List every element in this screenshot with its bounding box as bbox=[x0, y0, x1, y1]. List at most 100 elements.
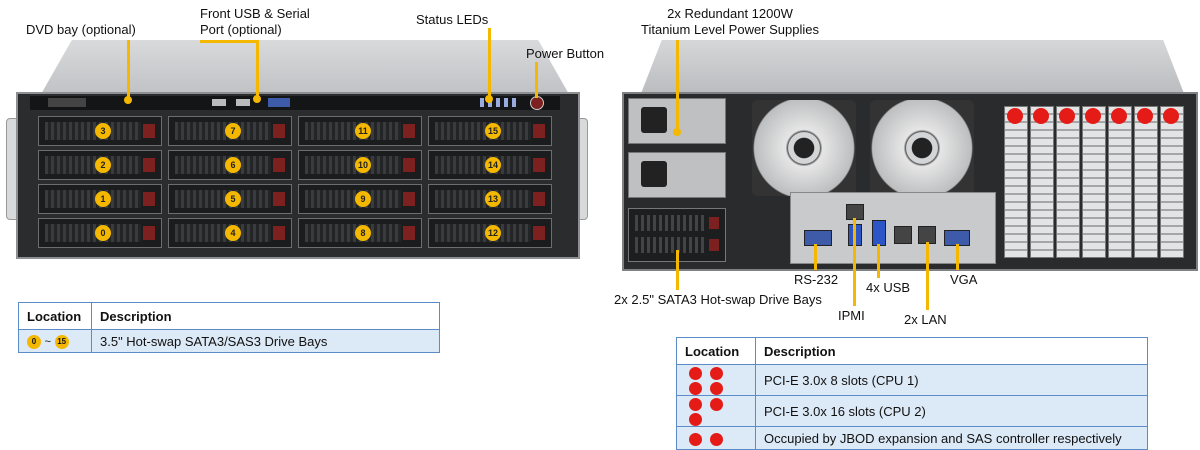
bay-number-badge: 6 bbox=[225, 157, 241, 173]
pcie-slot-marker bbox=[1007, 108, 1023, 124]
callout-ipmi: IPMI bbox=[838, 308, 865, 323]
bay-number-badge: 14 bbox=[485, 157, 501, 173]
drive-tray bbox=[435, 122, 531, 140]
drive-latch bbox=[143, 124, 155, 138]
power-supply bbox=[628, 152, 726, 198]
callout-rs232: RS-232 bbox=[794, 272, 839, 287]
drive-tray bbox=[435, 190, 531, 208]
drive-bay: 10 bbox=[298, 150, 422, 180]
drive-tray bbox=[305, 156, 401, 174]
pcie-slot-marker bbox=[1033, 108, 1049, 124]
drive-tray bbox=[45, 190, 141, 208]
table-header-location: Location bbox=[18, 302, 92, 330]
callout-line bbox=[535, 62, 538, 98]
drive-bay: 4 bbox=[168, 218, 292, 248]
drive-latch bbox=[273, 158, 285, 172]
callout-line bbox=[200, 40, 258, 43]
front-usb-port bbox=[212, 99, 226, 106]
slot-marker-dot bbox=[710, 432, 723, 446]
slot-marker-dot bbox=[710, 398, 723, 412]
callout-line bbox=[676, 250, 679, 290]
drive-tray bbox=[305, 122, 401, 140]
callout-line bbox=[676, 40, 679, 130]
callout-dot bbox=[673, 128, 681, 136]
table-header-description: Description bbox=[91, 302, 440, 330]
power-socket-icon bbox=[641, 161, 667, 187]
drive-tray bbox=[635, 215, 705, 231]
callout-dvd-bay: DVD bay (optional) bbox=[26, 22, 136, 37]
drive-latch bbox=[533, 124, 545, 138]
slot-marker-dot bbox=[710, 367, 723, 381]
bay-number-badge: 12 bbox=[485, 225, 501, 241]
callout-line bbox=[926, 242, 929, 310]
callout-psu-line1: 2x Redundant 1200W bbox=[667, 6, 793, 21]
table-row: PCI-E 3.0x 8 slots (CPU 1) bbox=[676, 363, 1148, 397]
drive-latch bbox=[533, 192, 545, 206]
front-usb-port bbox=[236, 99, 250, 106]
bay-number-badge: 5 bbox=[225, 191, 241, 207]
status-leds bbox=[480, 98, 520, 107]
drive-tray bbox=[305, 224, 401, 242]
serial-port bbox=[268, 98, 290, 107]
bay-number-badge: 10 bbox=[355, 157, 371, 173]
bay-number-badge: 0 bbox=[27, 334, 41, 349]
table-header-description: Description bbox=[755, 337, 1148, 365]
callout-line bbox=[488, 28, 491, 98]
drive-bay: 6 bbox=[168, 150, 292, 180]
table-header-location: Location bbox=[676, 337, 756, 365]
callout-front-usb-line2: Port (optional) bbox=[200, 22, 282, 37]
power-button[interactable] bbox=[530, 96, 544, 110]
drive-bay: 8 bbox=[298, 218, 422, 248]
callout-line bbox=[877, 244, 880, 278]
table-row: PCI-E 3.0x 16 slots (CPU 2) bbox=[676, 395, 1148, 428]
callout-line bbox=[956, 244, 959, 270]
pcie-slot-marker bbox=[1111, 108, 1127, 124]
pcie-slot bbox=[1004, 106, 1028, 258]
callout-line bbox=[256, 40, 259, 98]
bay-number-badge: 15 bbox=[54, 334, 69, 349]
slot-marker-dot bbox=[689, 398, 702, 412]
front-location-table: Location Description 0 ~ 15 3.5" Hot-swa… bbox=[18, 302, 440, 353]
pcie-slot bbox=[1108, 106, 1132, 258]
drive-latch bbox=[403, 192, 415, 206]
drive-tray bbox=[635, 237, 705, 253]
pcie-slot bbox=[1056, 106, 1080, 258]
drive-bay: 0 bbox=[38, 218, 162, 248]
rear-location-table: Location Description PCI-E 3.0x 8 slots … bbox=[676, 337, 1148, 450]
drive-bay: 13 bbox=[428, 184, 552, 214]
lan-port bbox=[894, 226, 912, 244]
drive-latch bbox=[273, 124, 285, 138]
bay-number-badge: 15 bbox=[485, 123, 501, 139]
drive-latch bbox=[709, 239, 719, 251]
callout-dot bbox=[253, 95, 261, 103]
drive-latch bbox=[143, 158, 155, 172]
callout-line bbox=[814, 244, 817, 270]
rs232-port bbox=[804, 230, 832, 246]
drive-latch bbox=[143, 226, 155, 240]
usb-port bbox=[872, 220, 886, 246]
callout-front-usb-line1: Front USB & Serial bbox=[200, 6, 310, 21]
drive-latch bbox=[403, 226, 415, 240]
callout-status-leds: Status LEDs bbox=[416, 12, 489, 27]
drive-bay: 5 bbox=[168, 184, 292, 214]
pcie-slot bbox=[1082, 106, 1106, 258]
drive-latch bbox=[403, 124, 415, 138]
power-socket-icon bbox=[641, 107, 667, 133]
description-cell: Occupied by JBOD expansion and SAS contr… bbox=[755, 426, 1148, 450]
rear-drive-bays bbox=[628, 208, 726, 262]
drive-bay: 12 bbox=[428, 218, 552, 248]
drive-latch bbox=[403, 158, 415, 172]
drive-bay: 1 bbox=[38, 184, 162, 214]
drive-tray bbox=[45, 156, 141, 174]
drive-tray bbox=[435, 224, 531, 242]
callout-vga: VGA bbox=[950, 272, 978, 287]
pcie-slot-marker bbox=[1137, 108, 1153, 124]
table-row: Occupied by JBOD expansion and SAS contr… bbox=[676, 426, 1148, 450]
rear-chassis-top bbox=[640, 40, 1185, 96]
callout-line bbox=[127, 40, 130, 100]
bay-number-badge: 4 bbox=[225, 225, 241, 241]
pcie-slot-marker bbox=[1085, 108, 1101, 124]
bay-number-badge: 7 bbox=[225, 123, 241, 139]
drive-tray bbox=[45, 122, 141, 140]
location-cell bbox=[676, 395, 756, 428]
